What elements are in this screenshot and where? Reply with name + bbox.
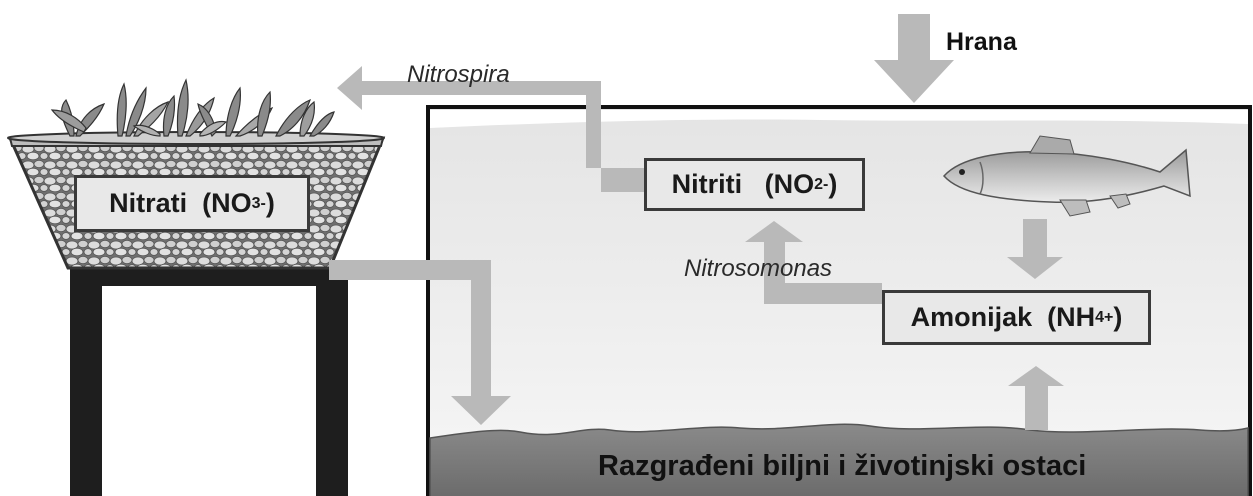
nitrates-name: Nitrati <box>109 188 188 218</box>
arrows <box>329 14 1064 430</box>
ammonia-name: Amonijak <box>910 302 1033 332</box>
ammonia-formula: NH <box>1056 302 1096 332</box>
fish-to-ammonia-arrow <box>1007 219 1063 279</box>
waste-label: Razgrađeni biljni i životinjski ostaci <box>598 450 1087 482</box>
grow-bed-stand <box>70 262 348 496</box>
nitrite-to-nitrate-arrow <box>337 66 645 192</box>
nitrites-name: Nitriti <box>671 169 743 199</box>
food-label: Hrana <box>946 28 1017 56</box>
food-arrow <box>874 14 954 103</box>
nitrates-formula: NO <box>211 188 252 218</box>
waste-to-ammonia-arrow <box>1008 366 1064 430</box>
ammonia-to-nitrite-arrow <box>745 221 882 304</box>
fish-illustration <box>942 135 1191 217</box>
plants-illustration <box>50 78 335 138</box>
nitrites-formula: NO <box>773 169 815 199</box>
nitrosomonas-label: Nitrosomonas <box>684 255 833 282</box>
sediment-layer <box>429 423 1249 496</box>
nitrospira-label: Nitrospira <box>407 61 510 88</box>
overflow-arrow <box>329 260 511 425</box>
